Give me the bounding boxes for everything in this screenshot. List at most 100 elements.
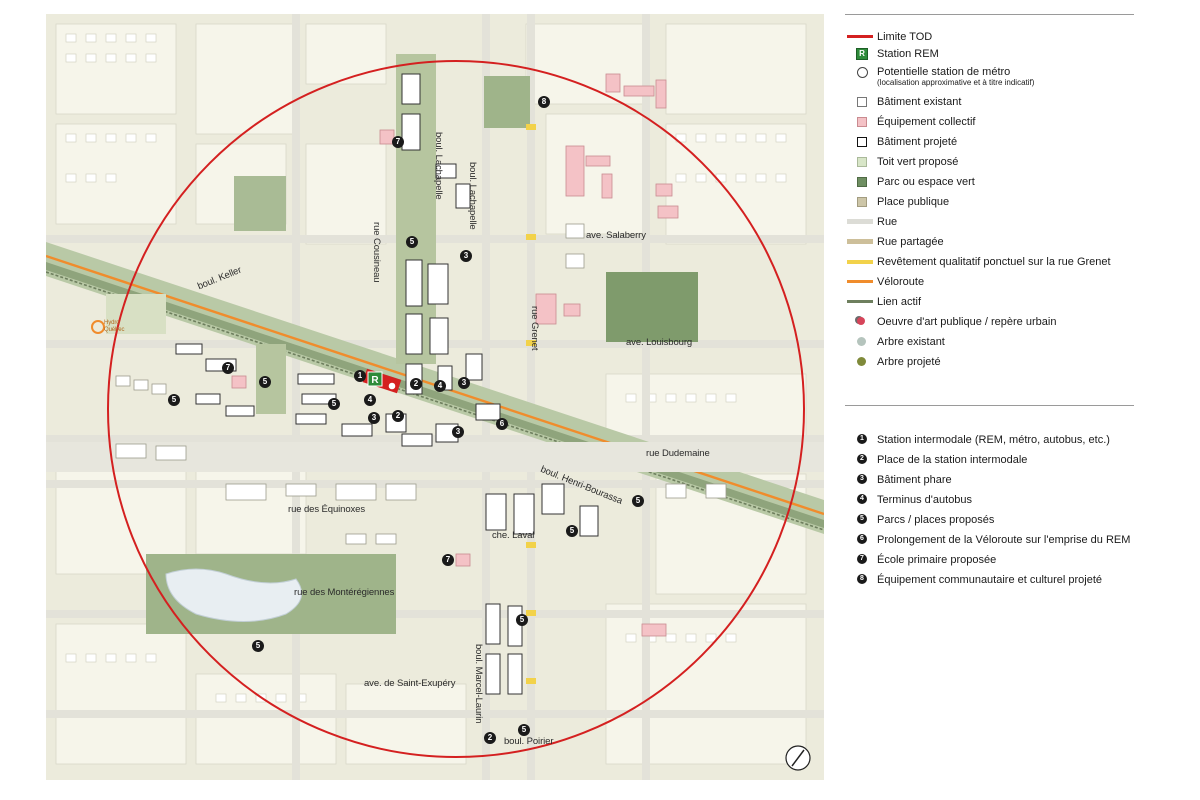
grenet-highlights [526,124,536,684]
pond [165,568,303,622]
map-marker[interactable]: 3 [452,426,464,438]
street-label-lachapelle-2: boul. Lachapelle [467,162,478,230]
legend-label-metro: Potentielle station de métro (localisati… [877,66,1034,87]
legend-num-label: Prolongement de la Véloroute sur l'empri… [877,534,1131,546]
legend-item-metro: Potentielle station de métro (localisati… [845,64,1034,88]
legend-num-label: Bâtiment phare [877,474,952,486]
map-canvas: R [46,14,824,780]
legend-num-label: Place de la station intermodale [877,454,1028,466]
map-marker[interactable]: 3 [460,250,472,262]
legend-item-green-roof: Toit vert proposé [845,153,958,171]
legend-label: Station REM [877,48,939,60]
map-marker[interactable]: 4 [364,394,376,406]
legend-num-label: Terminus d'autobus [877,494,973,506]
map-marker[interactable]: 5 [328,398,340,410]
legend-num-item: 7 École primaire proposée [845,551,996,569]
rem-station-icon: R [856,48,868,60]
legend-label: Potentielle station de métro [877,65,1011,78]
hydro-quebec-label: Hydro Québec [104,320,125,333]
legend-label: Toit vert proposé [877,156,959,168]
hydro-quebec-icon [91,320,105,334]
legend-num-item: 4 Terminus d'autobus [845,491,972,509]
map-marker[interactable]: 7 [442,554,454,566]
legend-num-item: 1 Station intermodale (REM, métro, autob… [845,431,1110,449]
legend-label: Bâtiment existant [877,96,962,108]
legend-item-grenet: Revêtement qualitatif ponctuel sur la ru… [845,253,1111,271]
legend-num-item: 6 Prolongement de la Véloroute sur l'emp… [845,531,1130,549]
map-marker[interactable]: 4 [434,380,446,392]
map-marker[interactable]: 3 [368,412,380,424]
collective-buildings [231,73,679,637]
map-marker[interactable]: 5 [632,495,644,507]
legend-label: Équipement collectif [877,116,976,128]
map-marker[interactable]: 3 [458,377,470,389]
existing-buildings [115,223,727,545]
legend-item-tod-limit: Limite TOD [845,28,932,46]
legend-item-park: Parc ou espace vert [845,173,975,191]
legend-label: Place publique [877,196,950,208]
street-label-laval: che. Laval [492,530,535,541]
map-marker[interactable]: 5 [259,376,271,388]
legend-middle-rule [845,405,1134,406]
map-marker[interactable]: 5 [252,640,264,652]
legend-item-street: Rue [845,213,897,231]
map-marker[interactable]: 8 [538,96,550,108]
map-marker[interactable]: 7 [392,136,404,148]
legend-item-public-art: Oeuvre d'art publique / repère urbain [845,313,1056,331]
number-badge: 7 [857,554,867,564]
legend-item-projected: Bâtiment projeté [845,133,957,151]
map-marker[interactable]: 2 [410,378,422,390]
line-icon [847,239,873,244]
line-icon [847,219,873,224]
map-marker[interactable]: 2 [392,410,404,422]
street-label-saint-exupery: ave. de Saint-Exupéry [364,678,456,689]
legend-label: Revêtement qualitatif ponctuel sur la ru… [877,256,1111,268]
legend-label: Lien actif [877,296,922,308]
legend-label: Arbre projeté [877,356,941,368]
line-icon [847,300,873,303]
legend-item-station-rem: R Station REM [845,45,939,63]
legend-num-label: Parcs / places proposés [877,514,995,526]
number-badge: 4 [857,494,867,504]
swatch-icon [857,137,867,147]
street-label-marcel-laurin: boul. Marcel-Laurin [473,644,484,724]
map-marker[interactable]: 5 [168,394,180,406]
north-arrow-icon [785,745,811,771]
station-rem: R [362,368,402,394]
number-badge: 5 [857,514,867,524]
site-plan-map[interactable]: R boul. Lachapelle boul. Lachapelle boul… [46,14,824,780]
map-marker[interactable]: 5 [406,236,418,248]
street-label-dudemaine: rue Dudemaine [646,448,710,459]
legend-top-rule [845,14,1134,15]
rem-letter: R [371,375,379,386]
map-marker[interactable]: 7 [222,362,234,374]
active-link-line [46,271,824,531]
legend-num-item: 8 Équipement communautaire et culturel p… [845,571,1102,589]
number-badge: 1 [857,434,867,444]
map-marker[interactable]: 5 [566,525,578,537]
swatch-icon [857,177,867,187]
legend-num-label: École primaire proposée [877,554,997,566]
map-marker[interactable]: 6 [496,418,508,430]
street-label-equinoxes: rue des Équinoxes [288,504,365,515]
map-marker[interactable]: 5 [516,614,528,626]
street-label-lachapelle: boul. Lachapelle [433,132,444,200]
map-marker[interactable]: 2 [484,732,496,744]
legend-item-shared-street: Rue partagée [845,233,944,251]
tree-icon [857,337,866,346]
red-line-icon [847,35,873,38]
legend-item-existing-tree: Arbre existant [845,333,945,351]
street-label-poirier: boul. Poirier [504,736,554,747]
legend-label: Parc ou espace vert [877,176,975,188]
map-marker[interactable]: 1 [354,370,366,382]
swatch-icon [857,197,867,207]
street-label-monteregiennes: rue des Montérégiennes [294,587,395,598]
street-label-grenet: rue Grenet [529,306,540,351]
map-marker[interactable]: 5 [518,724,530,736]
legend-num-item: 3 Bâtiment phare [845,471,952,489]
legend-label: Rue [877,216,898,228]
green-roof-icon [857,157,867,167]
legend-num-label: Station intermodale (REM, métro, autobus… [877,434,1110,446]
line-icon [847,280,873,283]
tree-icon [857,357,866,366]
